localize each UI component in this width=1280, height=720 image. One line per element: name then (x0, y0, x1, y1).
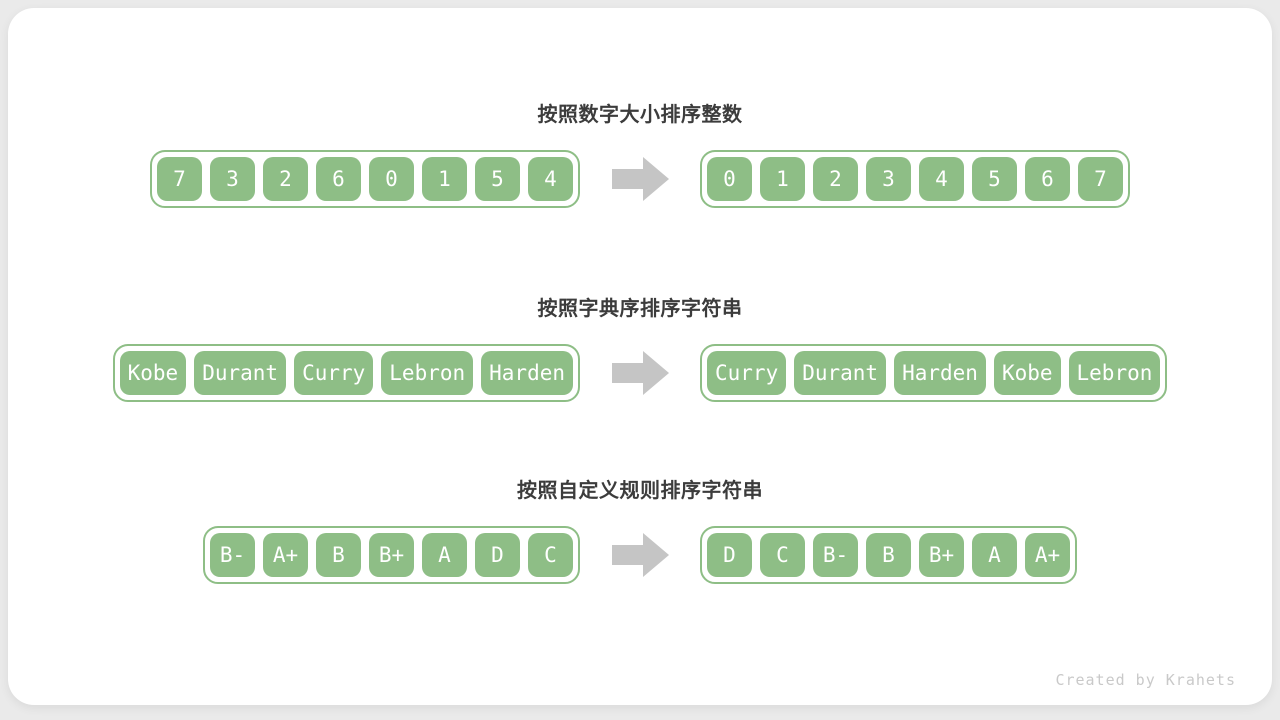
array-cell: 5 (972, 157, 1017, 201)
array-cell: Harden (481, 351, 573, 395)
section-title: 按照数字大小排序整数 (537, 104, 743, 126)
array-cell: Lebron (1068, 351, 1161, 395)
array-cell: Durant (194, 351, 287, 395)
array-cell: Kobe (993, 351, 1061, 395)
array-cell: Kobe (119, 351, 187, 395)
array-cell: 7 (1078, 157, 1123, 201)
array-cell: C (528, 533, 573, 577)
array-cell: 5 (475, 157, 520, 201)
array-cell: 1 (760, 157, 805, 201)
array-cell: 3 (866, 157, 911, 201)
array-cell: Durant (794, 351, 887, 395)
array-cell: 7 (157, 157, 202, 201)
watermark: Created by Krahets (1055, 671, 1236, 689)
array-cell: 1 (422, 157, 467, 201)
array-cell: 4 (919, 157, 964, 201)
array-cell: Harden (894, 351, 986, 395)
array-cell: B+ (919, 533, 964, 577)
array-cell: A+ (263, 533, 308, 577)
array-cell: 3 (210, 157, 255, 201)
array-cell: 6 (316, 157, 361, 201)
array-cell: D (475, 533, 520, 577)
array-cell: C (760, 533, 805, 577)
array-cell: 2 (813, 157, 858, 201)
array-cell: 0 (369, 157, 414, 201)
arrow-right-icon (612, 156, 670, 202)
arrow-right-icon (612, 350, 670, 396)
array-cell: 4 (528, 157, 573, 201)
array-cell: B (866, 533, 911, 577)
array-cell: D (707, 533, 752, 577)
array-cell: 6 (1025, 157, 1070, 201)
section-title: 按照字典序排序字符串 (537, 298, 743, 320)
array-cell: Lebron (381, 351, 474, 395)
array-cell: Curry (707, 351, 787, 395)
array-cell: 0 (707, 157, 752, 201)
arrow-right-icon (612, 532, 670, 578)
array-cell: B (316, 533, 361, 577)
array-cell: A (422, 533, 467, 577)
array-cell: 2 (263, 157, 308, 201)
array-cell: Curry (294, 351, 374, 395)
array-cell: B- (210, 533, 255, 577)
array-cell: B+ (369, 533, 414, 577)
section-title: 按照自定义规则排序字符串 (517, 480, 763, 502)
array-cell: A (972, 533, 1017, 577)
array-cell: A+ (1025, 533, 1070, 577)
array-cell: B- (813, 533, 858, 577)
